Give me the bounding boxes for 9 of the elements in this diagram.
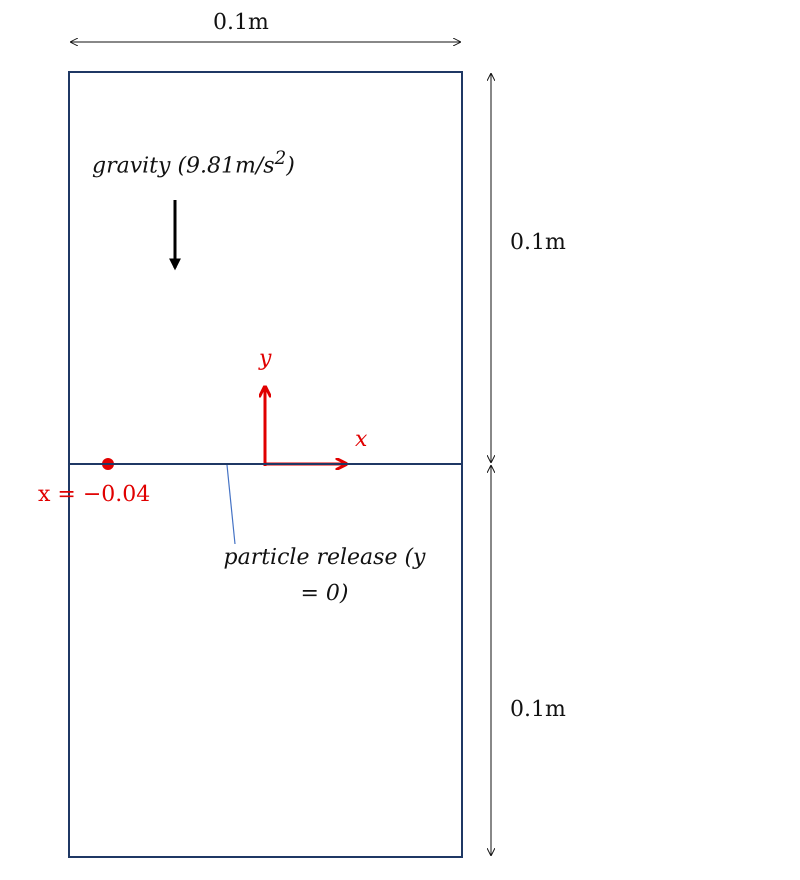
dimension-label: 0.1m bbox=[510, 230, 566, 256]
release-line bbox=[69, 463, 462, 465]
axis-label: y bbox=[259, 346, 272, 372]
annotation-text: particle release (y = 0) bbox=[212, 540, 437, 612]
axis-label: x bbox=[355, 427, 368, 453]
dimension-label: 0.1m bbox=[213, 10, 269, 36]
leader-line bbox=[226, 464, 236, 544]
dimension-label: 0.1m bbox=[510, 697, 566, 723]
gravity-label: gravity (9.81m/s$^{2}$) bbox=[92, 147, 295, 180]
